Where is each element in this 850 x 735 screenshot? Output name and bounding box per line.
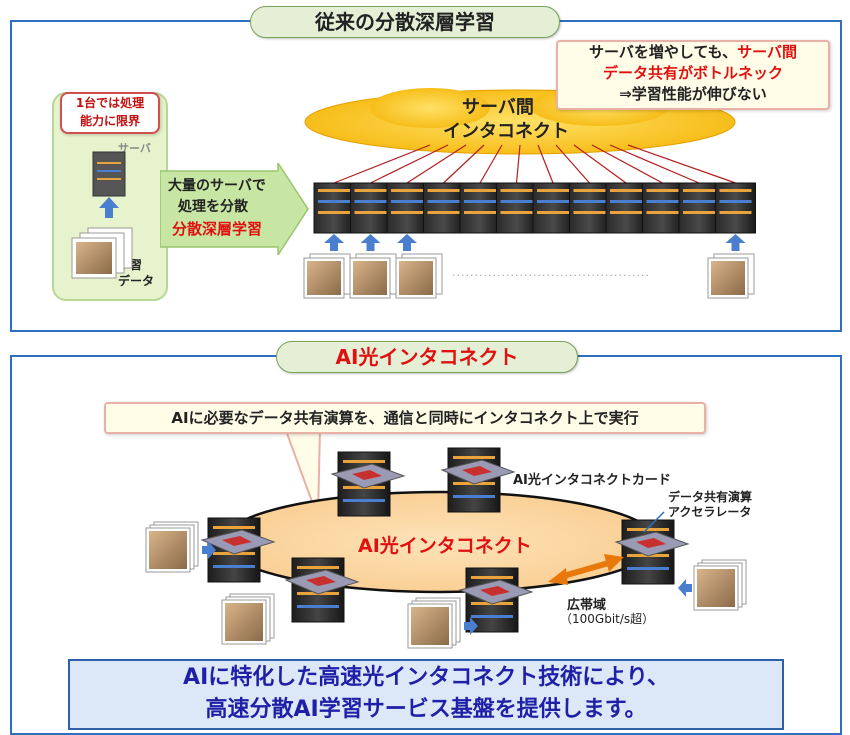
server — [386, 182, 428, 234]
training-data-stack — [71, 227, 133, 279]
accelerator-chip — [306, 576, 336, 586]
data-to-server-arrow — [99, 197, 119, 218]
interconnect-line — [537, 144, 554, 184]
server — [496, 182, 537, 234]
accelerator-label-line1: データ共有演算 — [668, 490, 753, 504]
interconnect-line — [609, 144, 700, 184]
ai-callout: AIに必要なデータ共有演算を、通信と同時にインタコネクト上で実行 — [104, 402, 706, 434]
distribute-arrow-highlight: 分散深層学習 — [172, 220, 263, 238]
distribute-arrow-line2: 処理を分散 — [178, 199, 248, 215]
card-label: AI光インタコネクトカード — [513, 473, 671, 488]
training-data-line2: データ — [118, 274, 155, 288]
data-arrow — [725, 234, 746, 251]
data-arrow — [324, 234, 344, 251]
training-photo — [707, 253, 755, 299]
accelerator-chip — [480, 586, 510, 596]
accelerator-chip — [352, 470, 382, 480]
data-arrow — [464, 617, 478, 635]
ai-server — [440, 447, 516, 513]
server — [605, 182, 647, 234]
ai-server — [284, 557, 360, 623]
data-arrow — [360, 234, 381, 251]
bottleneck-line1-red: サーバ間 — [737, 43, 798, 61]
training-photo — [349, 253, 397, 299]
server — [678, 182, 720, 234]
training-photo — [395, 253, 443, 299]
accelerator-chip — [462, 466, 492, 476]
more-servers-ellipsis: ........................................… — [452, 266, 650, 279]
training-photo — [678, 559, 747, 611]
server — [313, 182, 355, 234]
server — [715, 182, 756, 234]
top-diagram — [71, 86, 756, 299]
summary-line2: 高速分散AI学習サービス基盤を提供します。 — [205, 697, 647, 722]
ai-server — [200, 517, 276, 583]
distribute-arrow-line1: 大量のサーバで — [168, 178, 266, 194]
accelerator-chip — [222, 536, 252, 546]
training-photo — [221, 593, 275, 645]
server — [423, 182, 464, 234]
interconnect-line — [406, 144, 467, 184]
bottleneck-line3: ⇒学習性能が伸びない — [619, 85, 767, 103]
distribute-arrow — [160, 163, 309, 255]
accelerator-label-line2: アクセラレータ — [668, 505, 752, 519]
single-server-label: サーバ — [118, 142, 151, 155]
bottleneck-callout: サーバを増やしても、サーバ間 データ共有がボトルネック ⇒学習性能が伸びない — [556, 40, 830, 110]
limit-note: 1台では処理 能力に限界 — [60, 92, 160, 134]
interconnect-line — [573, 144, 627, 184]
ai-interconnect-title: AI光インタコネクト — [276, 341, 578, 373]
interconnect-line — [555, 144, 590, 184]
ai-server — [458, 567, 534, 633]
interconnect-line — [333, 144, 431, 184]
bottleneck-line2: データ共有がボトルネック — [602, 64, 783, 82]
training-photo — [303, 253, 351, 299]
single-server — [92, 151, 126, 197]
bottleneck-line1: サーバを増やしても、 — [588, 43, 738, 61]
ring-label: AI光インタコネクト — [358, 535, 532, 557]
accelerator-chip — [636, 538, 666, 548]
ai-server — [330, 451, 406, 517]
interconnect-line — [479, 144, 503, 184]
data-arrow — [202, 541, 216, 559]
training-photo — [407, 597, 478, 649]
accelerator-pointer — [643, 511, 665, 533]
interconnect-line — [515, 144, 521, 184]
bandwidth-label-line1: 広帯域 — [567, 598, 607, 613]
interconnect-line — [627, 144, 736, 184]
ai-server — [614, 519, 690, 585]
bandwidth-label-line2: （100Gbit/s超） — [560, 612, 655, 626]
bottom-diagram — [145, 427, 747, 649]
limit-note-line2: 能力に限界 — [79, 114, 140, 128]
data-arrow — [678, 579, 692, 597]
interconnect-line — [591, 144, 663, 184]
server — [642, 182, 683, 234]
interconnect-cloud-line2: インタコネクト — [443, 121, 569, 142]
server — [350, 182, 391, 234]
interconnect-line — [370, 144, 449, 184]
server — [532, 182, 574, 234]
server — [459, 182, 501, 234]
summary-line1: AIに特化した高速光インタコネクト技術により、 — [183, 665, 669, 690]
summary-banner: AIに特化した高速光インタコネクト技術により、 高速分散AI学習サービス基盤を提… — [68, 659, 784, 730]
interconnect-cloud-line1: サーバ間 — [462, 97, 534, 118]
conventional-title: 従来の分散深層学習 — [250, 6, 560, 38]
bandwidth-arrow — [548, 554, 624, 585]
limit-note-line1: 1台では処理 — [75, 96, 145, 110]
server — [569, 182, 610, 234]
training-photo — [145, 521, 216, 573]
data-arrow — [397, 234, 417, 251]
interconnect-line — [443, 144, 485, 184]
